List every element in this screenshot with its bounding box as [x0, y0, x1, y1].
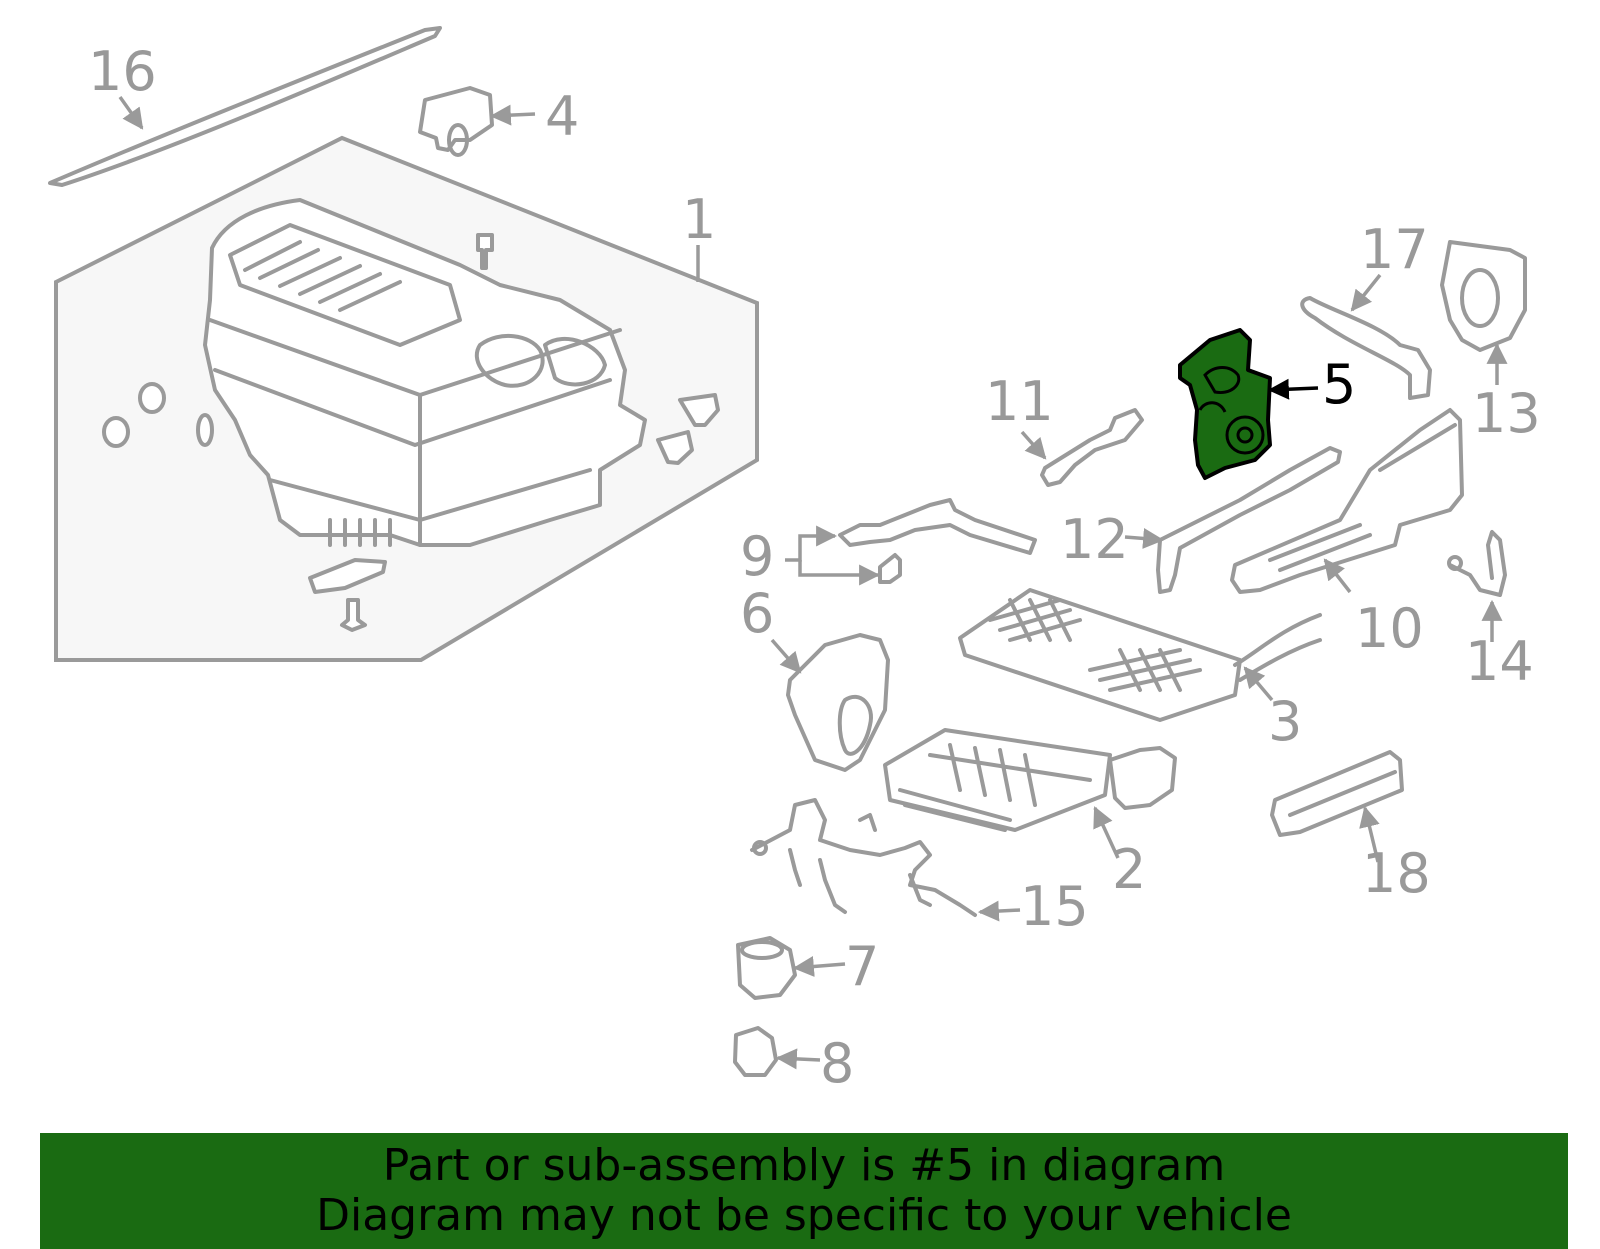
part-2-heater-core	[883, 728, 1177, 859]
callout-11: 11	[985, 370, 1054, 433]
banner-line-part: Part or sub-assembly is #5 in diagram	[382, 1140, 1226, 1191]
callout-8: 8	[820, 1032, 854, 1095]
callout-1: 1	[682, 188, 716, 251]
banner-line-disclaimer: Diagram may not be specific to your vehi…	[316, 1190, 1292, 1241]
part-3-evaporator	[958, 588, 1322, 722]
callout-17: 17	[1360, 218, 1429, 281]
part-11-bracket	[1020, 408, 1144, 487]
callout-5-highlighted: 5	[1322, 353, 1356, 416]
part-1-case-assembly	[54, 135, 759, 662]
callout-9: 9	[740, 525, 774, 588]
part-9-sensor	[785, 498, 1037, 586]
callout-14: 14	[1465, 630, 1534, 693]
part-13-cover	[1440, 240, 1527, 385]
part-12-duct	[1124, 446, 1342, 594]
part-4-clip	[418, 86, 536, 157]
callout-2: 2	[1112, 838, 1146, 901]
part-8-cap	[733, 1026, 821, 1077]
callout-16: 16	[88, 40, 157, 103]
callout-3: 3	[1268, 690, 1302, 753]
part-6-blower-housing	[770, 633, 890, 772]
callout-15: 15	[1020, 875, 1089, 938]
info-banner: Part or sub-assembly is #5 in diagram Di…	[40, 1133, 1568, 1249]
part-7-grommet	[736, 936, 846, 1000]
part-18-filter	[1270, 750, 1404, 863]
part-16-trim-strip	[48, 26, 442, 187]
callout-4: 4	[545, 85, 579, 148]
callout-6: 6	[740, 582, 774, 645]
callout-13: 13	[1472, 382, 1541, 445]
part-17-hose	[1300, 273, 1432, 400]
part-15-wire-harness	[750, 798, 1021, 922]
callout-18: 18	[1362, 842, 1431, 905]
callout-10: 10	[1355, 597, 1424, 660]
part-5-actuator-highlighted	[1178, 328, 1319, 480]
callout-7: 7	[845, 935, 879, 998]
callout-12: 12	[1060, 508, 1129, 571]
part-10-duct-housing	[1230, 408, 1464, 594]
part-14-hook-clip	[1447, 530, 1507, 642]
